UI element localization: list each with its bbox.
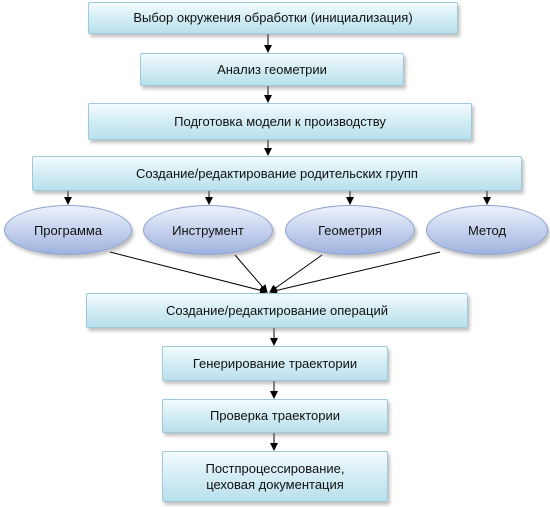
group-program: Программа (4, 205, 132, 255)
step-init-label: Выбор окружения обработки (инициализация… (133, 10, 413, 25)
group-program-label: Программа (33, 222, 103, 238)
group-tool: Инструмент (143, 205, 273, 255)
step-geometry-analysis-label: Анализ геометрии (217, 61, 327, 77)
step-postprocessing: Постпроцессирование, цеховая документаци… (162, 451, 388, 502)
arrow-method-to-operations (269, 251, 441, 295)
step-postprocessing-label-line2: цеховая документация (206, 476, 344, 492)
step-path-check: Проверка траектории (162, 399, 388, 433)
step-postprocessing-label: Постпроцессирование, (205, 460, 345, 476)
step-parent-groups: Создание/редактирование родительских гру… (32, 156, 522, 191)
step-model-prep-label: Подготовка модели к производству (174, 113, 386, 129)
step-model-prep: Подготовка модели к производству (88, 103, 472, 140)
group-method: Метод (426, 205, 548, 255)
step-operations-label: Создание/редактирование операций (166, 302, 388, 318)
step-operations: Создание/редактирование операций (86, 293, 468, 328)
group-geometry-label: Геометрия (318, 222, 382, 238)
group-tool-label: Инструмент (172, 222, 244, 238)
step-path-check-label: Проверка траектории (209, 408, 341, 423)
arrow-geometry-to-operations (269, 254, 323, 293)
group-method-label: Метод (467, 222, 507, 238)
step-path-generation-label: Генерирование траектории (192, 355, 358, 371)
arrow-program-to-operations (109, 251, 268, 295)
step-parent-groups-label: Создание/редактирование родительских гру… (136, 165, 418, 181)
step-geometry-analysis: Анализ геометрии (140, 53, 404, 86)
step-init: Выбор окружения обработки (инициализация… (88, 2, 458, 34)
arrow-tool-to-operations (234, 254, 268, 293)
group-geometry: Геометрия (285, 205, 415, 255)
step-path-generation: Генерирование траектории (162, 346, 388, 381)
